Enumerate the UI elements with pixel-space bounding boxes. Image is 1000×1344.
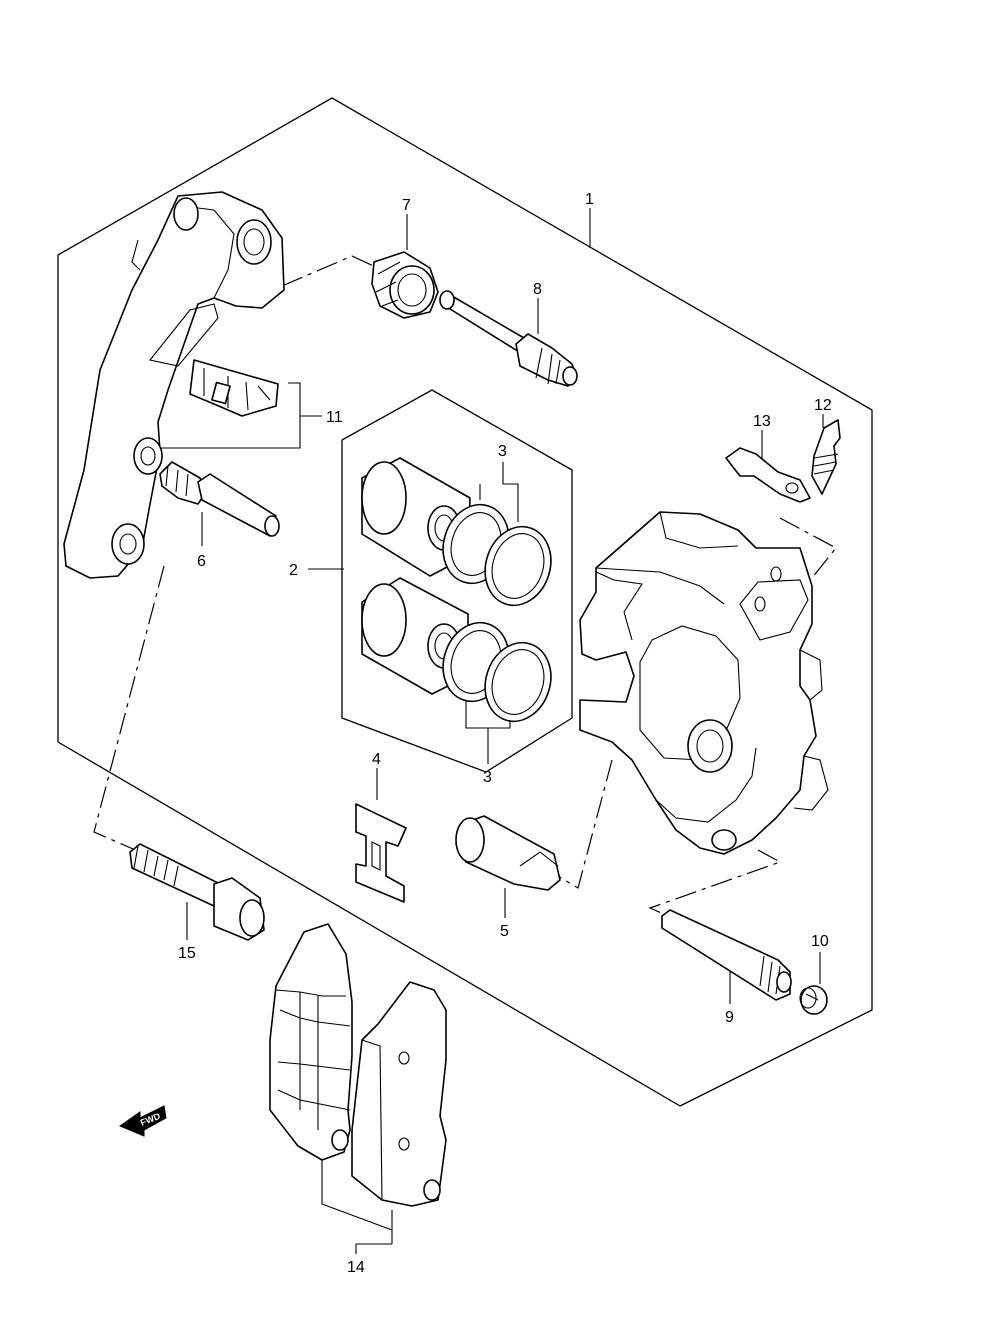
boot	[371, 251, 439, 319]
bleeder-cap	[725, 447, 811, 503]
plug	[455, 815, 561, 891]
forward-arrow-icon: FWD	[118, 1105, 167, 1137]
label-part-4: 4	[372, 751, 381, 768]
label-part-2: 2	[289, 562, 298, 579]
slide-pin-lower	[159, 461, 280, 537]
brake-pads	[269, 923, 447, 1207]
slide-pin-upper	[439, 290, 578, 387]
piston-seals	[442, 503, 552, 723]
label-part-11: 11	[326, 409, 343, 426]
label-part-13: 13	[753, 413, 771, 430]
label-part-15: 15	[178, 945, 196, 962]
label-part-8: 8	[533, 281, 542, 298]
pad-pin	[661, 909, 792, 1001]
label-part-1: 1	[585, 191, 594, 208]
label-part-3-lower: 3	[483, 769, 492, 786]
label-part-10: 10	[811, 933, 829, 950]
pad-spring	[189, 359, 279, 417]
caliper-bracket	[63, 191, 285, 579]
label-part-5: 5	[500, 923, 509, 940]
part-labels: 1 2 3 3 4 5 6 7 8 9 10 11 12 13 14 15	[178, 191, 832, 1276]
caliper-body	[579, 511, 829, 855]
pad-retainer	[355, 803, 407, 903]
bleeder-valve	[811, 419, 841, 495]
alignment-lines	[93, 255, 837, 917]
label-part-12: 12	[814, 397, 832, 414]
assembly-outline	[57, 97, 873, 1107]
mounting-bolt	[129, 843, 265, 941]
piston-kit-outline	[341, 389, 573, 773]
label-part-6: 6	[197, 553, 206, 570]
label-part-7: 7	[402, 197, 411, 214]
label-part-3-upper: 3	[498, 443, 507, 460]
leader-lines	[150, 208, 824, 1254]
label-part-14: 14	[347, 1259, 365, 1276]
pin-plug	[799, 985, 828, 1015]
label-part-9: 9	[725, 1009, 734, 1026]
